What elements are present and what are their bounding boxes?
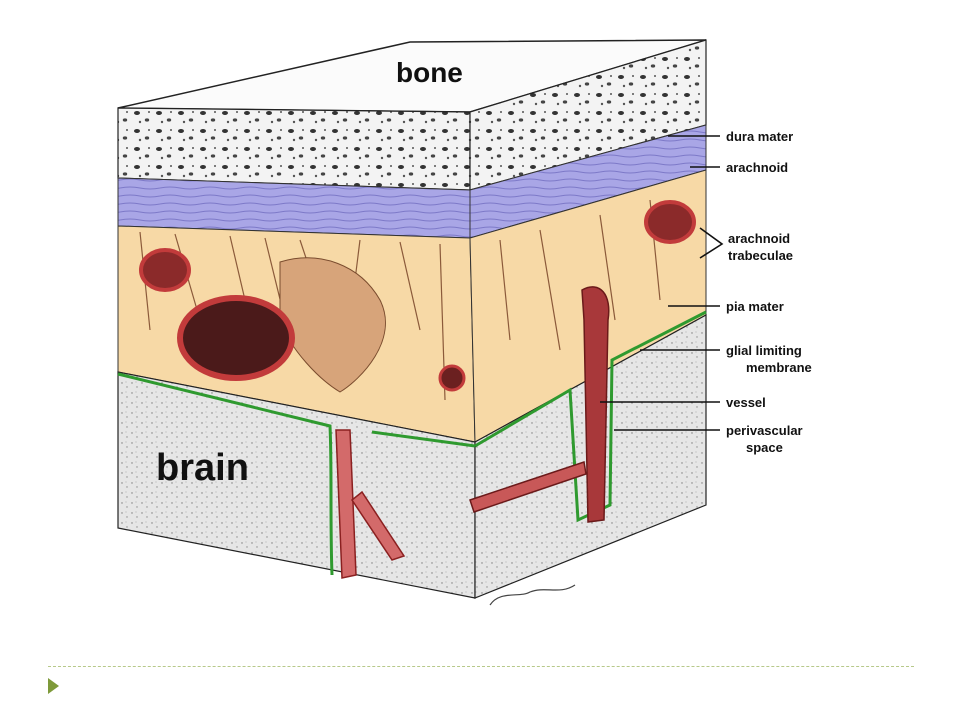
leader-trabeculae bbox=[699, 227, 724, 259]
vessel-label: vessel bbox=[726, 395, 766, 410]
dura-mater-layer bbox=[117, 124, 707, 239]
vessel-cross-section-small bbox=[139, 248, 191, 292]
glial-limiting-membrane-label-line1: glial limiting bbox=[726, 343, 802, 358]
triangle-bullet-icon bbox=[48, 678, 59, 694]
vessel-cross-section-side bbox=[644, 200, 696, 244]
bone-label: bone bbox=[396, 57, 463, 88]
footer-divider bbox=[48, 666, 914, 667]
pia-mater-label: pia mater bbox=[726, 299, 784, 314]
brain-layer bbox=[117, 286, 707, 599]
penetrating-vessel-branch bbox=[350, 490, 406, 561]
dura-mater-label: dura mater bbox=[726, 129, 793, 144]
trabecula-mass bbox=[279, 257, 386, 393]
subarachnoid-space bbox=[117, 169, 707, 443]
arachnoid-trabeculae-label-line1: arachnoid bbox=[728, 231, 790, 246]
penetrating-vessel-side-branch bbox=[469, 461, 587, 513]
perivascular-space-label-line2: space bbox=[746, 440, 783, 455]
penetrating-vessel-front bbox=[335, 429, 357, 579]
arachnoid-trabeculae-label-line2: trabeculae bbox=[728, 248, 793, 263]
arachnoid-label: arachnoid bbox=[726, 160, 788, 175]
pia-mater-line-front-right bbox=[371, 430, 476, 448]
perivascular-space-label-line1: perivascular bbox=[726, 423, 803, 438]
artist-signature bbox=[489, 584, 576, 606]
bone-layer bbox=[117, 39, 707, 191]
vessel-cross-section-large bbox=[177, 295, 295, 381]
leader-lines bbox=[600, 135, 724, 431]
vessel-cross-section-tiny bbox=[438, 364, 466, 392]
pia-mater-line-front bbox=[117, 372, 334, 576]
glial-limiting-membrane-label-line2: membrane bbox=[746, 360, 812, 375]
brain-label: brain bbox=[156, 447, 249, 489]
bone-front-face bbox=[117, 107, 471, 191]
penetrating-vessel-side bbox=[581, 286, 610, 523]
